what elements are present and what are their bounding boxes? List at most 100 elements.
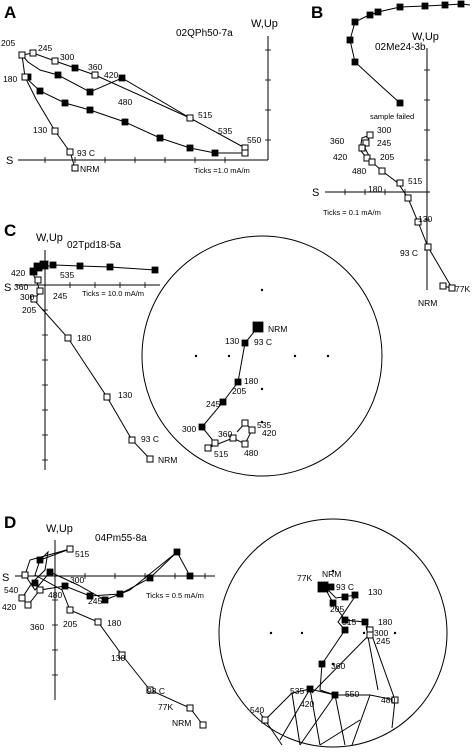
panel-c-stereo-label: 245 [206,399,220,409]
panel-d-label: NRM [172,718,191,728]
panel-b-label: 245 [377,138,391,148]
panel-a-point [51,57,59,65]
panel-d-markers [18,545,207,729]
panel-label-b: B [311,3,323,22]
panel-b-note: sample failed [370,112,414,121]
panel-a-label: 420 [104,70,118,80]
panel-d-stereo-point [327,583,335,591]
panel-c-point [34,276,42,284]
panel-c-title: 02Tpd18-5a [67,240,121,251]
panel-a-point [71,64,79,72]
panel-d-point [66,606,74,614]
panel-b-label: 300 [377,125,391,135]
panel-b-point [448,284,456,292]
panel-a-ticks-note: Ticks =1.0 mA/m [194,166,250,175]
panel-d-label: 420 [2,602,16,612]
panel-d-point [46,568,54,576]
panel-c-label: 93 C [141,434,159,444]
panel-a-label: NRM [80,164,99,174]
panel-c-stereo-label: 480 [244,448,258,458]
panel-c-stereonet-markers [198,321,264,452]
panel-a-point [61,99,69,107]
panel-b-point [363,154,371,162]
panel-b-point [366,11,374,19]
panel-d-stereo-label: 550 [345,689,359,699]
panel-d-label: 300 [70,575,84,585]
panel-a-middle-path [21,54,191,119]
panel-d-stereo-point [306,685,314,693]
panel-c-label: 130 [118,390,132,400]
panel-a-label: 300 [60,52,74,62]
panel-a-markers [18,49,249,172]
panel-b-point [441,1,449,9]
panel-d-stereo-label: 130 [368,587,382,597]
panel-c-label: 205 [22,305,36,315]
panel-d-stereo-point [261,716,269,724]
panel-c-label: NRM [158,455,177,465]
panel-b-point [421,2,429,10]
panel-d-point [186,572,194,580]
panel-d-stereo-point [366,631,374,639]
panel-a-point [186,114,194,122]
panel-d-demag-path [21,550,204,726]
panel-d-stereo-label: 77K [297,573,312,583]
panel-d-stereo-label: 480 [381,695,395,705]
panel-c-stereo-point [241,339,249,347]
panel-b-upper-path [349,3,471,104]
panel-c-stereo-label: 93 C [254,337,272,347]
panel-b-point [378,167,386,175]
panel-c-stereo-point [211,439,219,447]
panel-c-stereo-point [198,423,206,431]
panel-b-label: 515 [408,176,422,186]
panel-a-label: 360 [88,62,102,72]
panel-d-ticks [52,573,206,676]
panel-d-stereo-label: 360 [331,661,345,671]
panel-d-point [186,704,194,712]
panel-c-point [36,287,44,295]
panel-d-point [116,590,124,598]
panel-c-point [146,455,154,463]
panel-c-point [128,436,136,444]
panel-a-label: 205 [1,38,15,48]
panel-d-stereo-point [351,591,359,599]
panel-a-label: 93 C [77,148,95,158]
panel-a-axis-up-label: W,Up [251,18,278,30]
panel-d-stereo-point [341,626,349,634]
panel-d-stereo-point [361,618,369,626]
panel-d-point [36,586,44,594]
panel-d-axis-up-label: W,Up [46,523,73,535]
panel-c-point [30,295,38,303]
panel-label-d: D [4,513,16,532]
panel-d-stereo-point [341,593,349,601]
panel-d-label: 480 [48,590,62,600]
panel-a-label: 535 [218,126,232,136]
panel-b-point [457,0,465,8]
panel-b-axis-up-label: W,Up [412,31,439,43]
panel-a-point [51,127,59,135]
panel-a-point [29,49,37,57]
panel-a-point [211,149,219,157]
panel-c-stereo-point [204,444,212,452]
panel-c-stereonet [141,235,383,477]
panel-c-stereo-label: 420 [262,428,276,438]
panel-d-stereo-label: 300 [374,628,388,638]
panel-b-point [351,58,359,66]
panel-d-stereo-label: 180 [378,617,392,627]
panel-c-axis-s-label: S [4,282,11,294]
panel-a-label: 550 [247,135,261,145]
panel-d-stereo-label: 205 [330,604,344,614]
panel-d-stereonet-path [259,587,396,721]
panel-d-point [66,545,74,553]
panel-label-a: A [4,3,16,22]
panel-d-stereo-label: 515 [342,617,356,627]
panel-a-point [86,88,94,96]
panel-d-label: 93 C [147,686,165,696]
panel-c-point [103,393,111,401]
panel-a-label: 480 [118,97,132,107]
panel-b-point [439,282,447,290]
panel-c-stereo-point [252,321,264,333]
panel-d-stereonet-markers [261,581,399,724]
panel-c-stereo-label: 515 [214,449,228,459]
panel-a-point [36,87,44,95]
